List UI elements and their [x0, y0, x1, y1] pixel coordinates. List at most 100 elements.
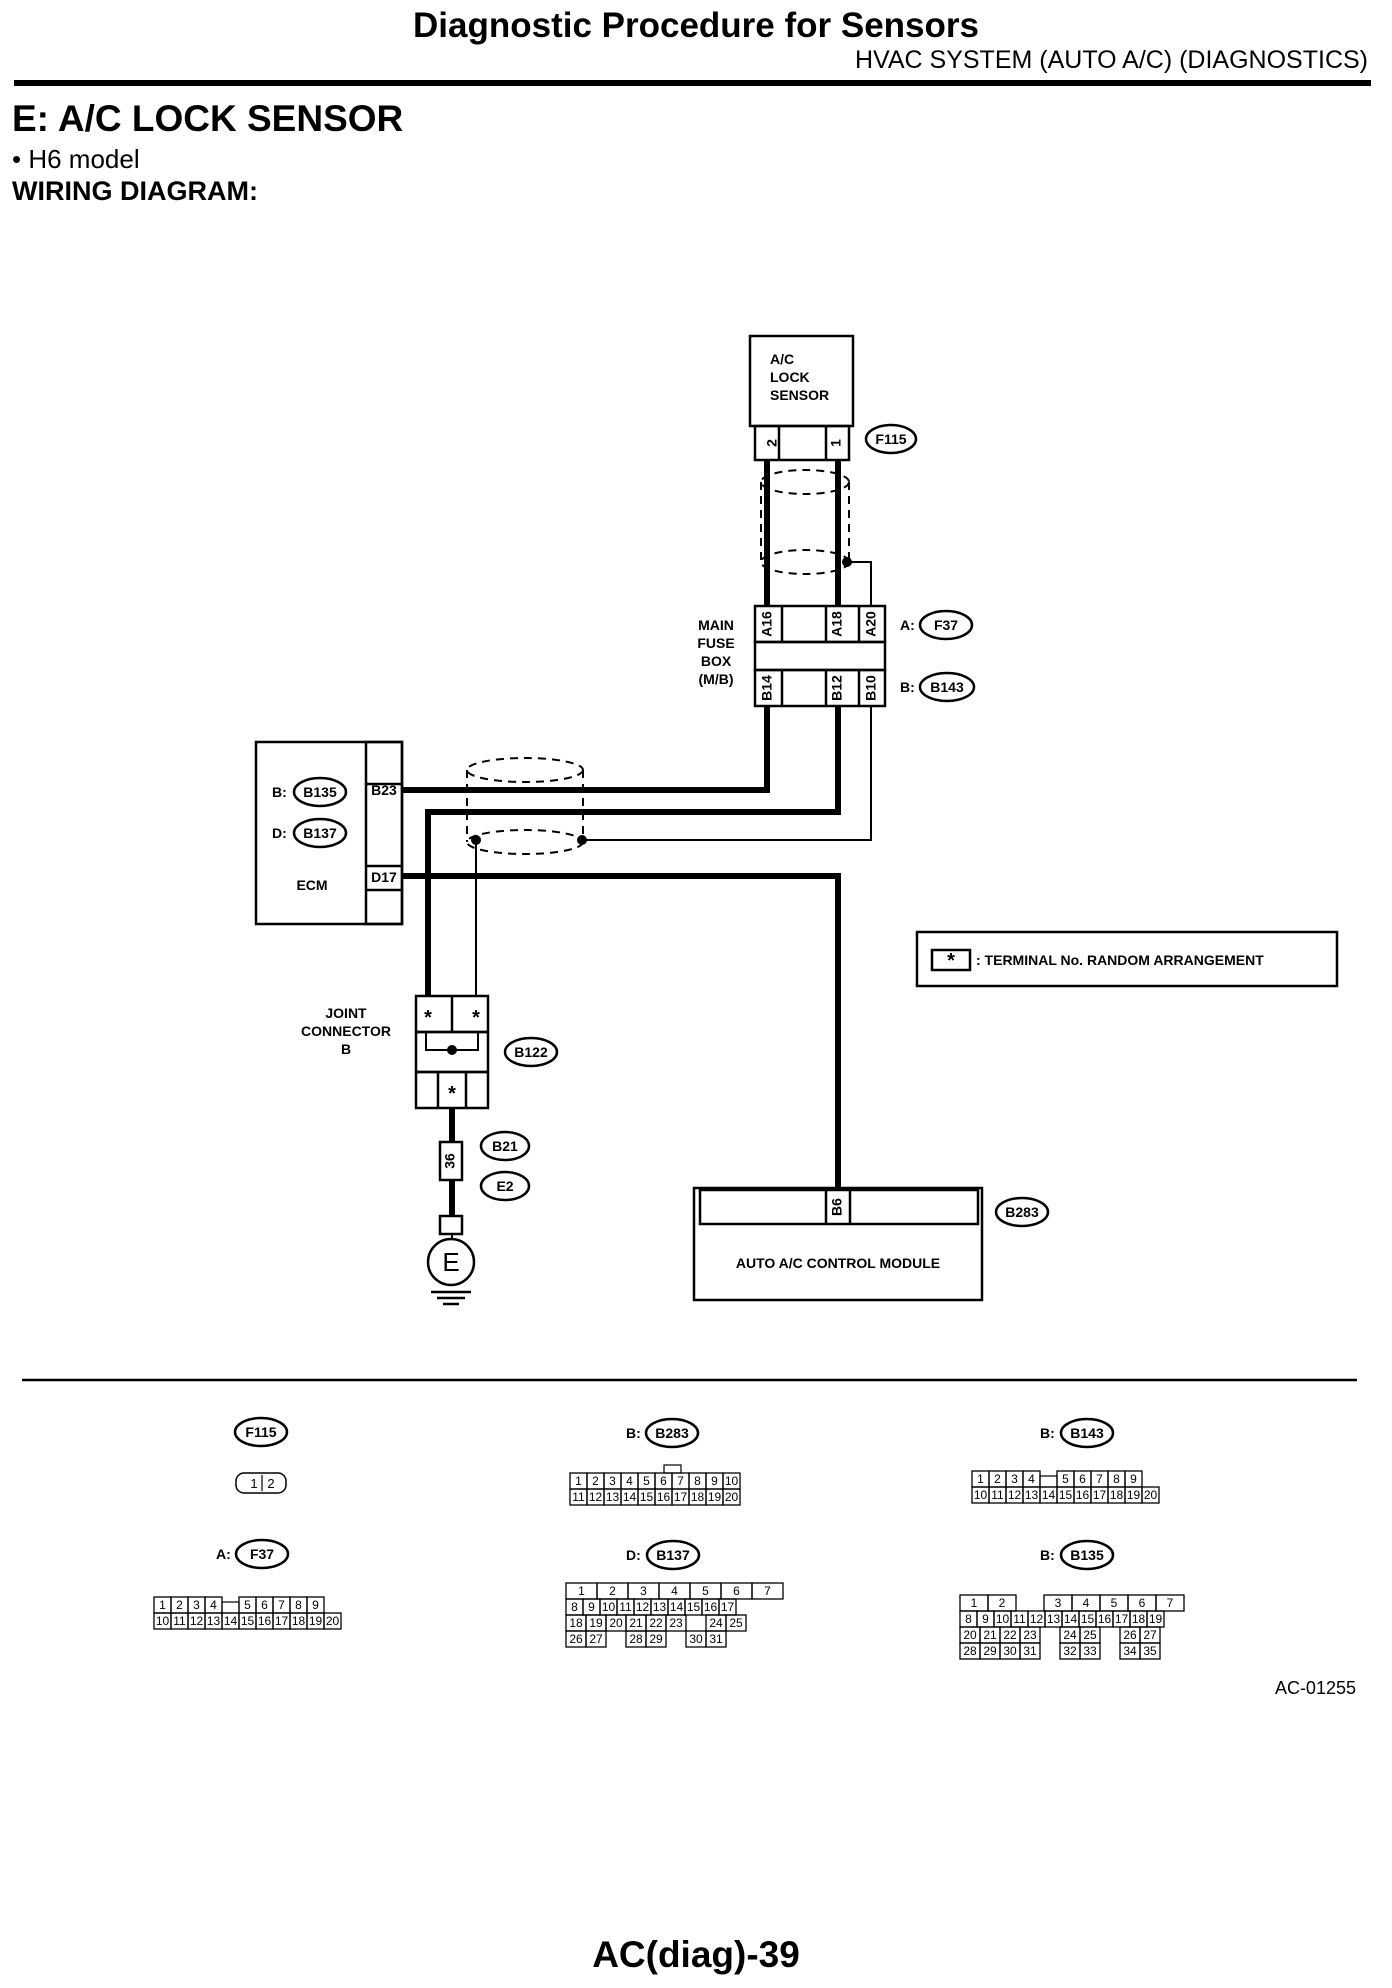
fuse-box-connector-b — [753, 668, 887, 708]
joint-star-bottom: * — [448, 1083, 456, 1105]
junction-dot — [471, 835, 481, 845]
b283-pin-number: 15 — [640, 1490, 654, 1504]
f37-pin-cell — [323, 1612, 342, 1630]
b143-pin-number: 6 — [1079, 1472, 1086, 1486]
b137-pin-number: 4 — [671, 1584, 678, 1598]
b135-pin-cell — [1079, 1642, 1101, 1660]
figure-code: AC-01255 — [1275, 1678, 1356, 1698]
f37-pin-number: 18 — [292, 1614, 306, 1628]
b137-pin-number: 25 — [729, 1616, 743, 1630]
ground-pin-36: 36 — [442, 1153, 458, 1169]
b283-pin-number: 17 — [674, 1490, 688, 1504]
b283-pin-number: 3 — [609, 1474, 616, 1488]
f37-pin-number: 17 — [275, 1614, 289, 1628]
connector-callout — [644, 1417, 700, 1449]
shields — [466, 469, 850, 855]
b135-pin-number: 29 — [983, 1644, 997, 1658]
connector-callout — [234, 1538, 290, 1570]
fuse-box-label-2: FUSE — [697, 635, 734, 651]
page-title: Diagnostic Procedure for Sensors — [413, 6, 979, 45]
b143-pin-number: 4 — [1028, 1472, 1035, 1486]
b137-pin-cell — [751, 1582, 784, 1600]
connector-b21-label: B21 — [492, 1138, 518, 1154]
sensor-pin-1: 1 — [828, 439, 844, 447]
b135-pin-number: 27 — [1143, 1628, 1157, 1642]
b137-pin-number: 6 — [733, 1584, 740, 1598]
b143-pin-number: 3 — [1011, 1472, 1018, 1486]
legend-star-box — [930, 948, 972, 972]
joint-label-3: B — [341, 1041, 351, 1057]
view-b143-prefix: B: — [1040, 1425, 1055, 1441]
b135-pin-number: 9 — [982, 1612, 989, 1626]
connector-f37-label: F37 — [934, 617, 958, 633]
b143-pin-number: 2 — [994, 1472, 1001, 1486]
fuse-pin-a20: A20 — [863, 611, 879, 637]
b135-pin-number: 6 — [1139, 1596, 1146, 1610]
f115-view-body — [235, 1472, 287, 1494]
f37-pin-number: 16 — [258, 1614, 272, 1628]
connector-callout — [479, 1170, 531, 1202]
connector-callout — [479, 1130, 531, 1162]
b137-pin-number: 29 — [649, 1632, 663, 1646]
b143-pin-number: 7 — [1096, 1472, 1103, 1486]
b137-pin-number: 13 — [653, 1600, 667, 1614]
joint-label-1: JOINT — [325, 1005, 367, 1021]
b143-pin-number: 9 — [1130, 1472, 1137, 1486]
b135-pin-number: 21 — [983, 1628, 997, 1642]
f37-pin-number: 1 — [159, 1598, 166, 1612]
b137-pin-number: 7 — [764, 1584, 771, 1598]
b137-pin-number: 8 — [571, 1600, 578, 1614]
b135-pin-number: 5 — [1111, 1596, 1118, 1610]
b143-pin-number: 5 — [1062, 1472, 1069, 1486]
view-b135-prefix: B: — [1040, 1547, 1055, 1563]
ground-terminal — [438, 1214, 464, 1236]
f115-pin-number: 2 — [267, 1476, 274, 1491]
view-b137-prefix: D: — [626, 1547, 641, 1563]
b135-pin-number: 2 — [999, 1596, 1006, 1610]
b283-pin-number: 2 — [592, 1474, 599, 1488]
connector-b137-label: B137 — [303, 825, 337, 841]
sensor-label-3: SENSOR — [770, 387, 829, 403]
fuse-prefix-b: B: — [900, 679, 915, 695]
connector-callout — [994, 1196, 1050, 1228]
fuse-pin-b10: B10 — [863, 675, 879, 701]
b143-pin-number: 16 — [1076, 1488, 1090, 1502]
joint-star-right: * — [472, 1007, 480, 1029]
b137-pin-number: 23 — [669, 1616, 683, 1630]
ground-e-letter: E — [442, 1247, 459, 1277]
b135-pin-number: 7 — [1167, 1596, 1174, 1610]
model-bullet: • H6 model — [12, 144, 140, 174]
connector-callout — [292, 817, 348, 849]
b283-pin-number: 16 — [657, 1490, 671, 1504]
b137-pin-number: 5 — [702, 1584, 709, 1598]
connector-callout — [503, 1036, 559, 1068]
b135-pin-number: 8 — [965, 1612, 972, 1626]
fuse-box-label-4: (M/B) — [699, 671, 734, 687]
b137-pin-number: 28 — [629, 1632, 643, 1646]
junction-dot — [447, 1045, 457, 1055]
b135-pin-number: 10 — [996, 1612, 1010, 1626]
b143-pin-number: 11 — [991, 1488, 1004, 1502]
b137-pin-number: 15 — [687, 1600, 701, 1614]
b137-pin-number: 16 — [704, 1600, 718, 1614]
b137-pin-number: 14 — [670, 1600, 684, 1614]
b135-pin-number: 15 — [1081, 1612, 1095, 1626]
b135-pin-number: 23 — [1023, 1628, 1037, 1642]
b143-pin-number: 13 — [1025, 1488, 1039, 1502]
b143-pin-number: 10 — [974, 1488, 988, 1502]
wiring-diagram-label: WIRING DIAGRAM: — [12, 176, 258, 206]
view-b283-name: B283 — [655, 1425, 689, 1441]
b137-pin-number: 9 — [588, 1600, 595, 1614]
b137-pin-number: 24 — [709, 1616, 723, 1630]
b283-pin-number: 20 — [725, 1490, 739, 1504]
b143-pin-number: 20 — [1144, 1488, 1158, 1502]
b135-pin-number: 3 — [1055, 1596, 1062, 1610]
b143-pin-number: 1 — [977, 1472, 984, 1486]
legend-text: : TERMINAL No. RANDOM ARRANGEMENT — [976, 952, 1264, 968]
f37-pin-number: 2 — [176, 1598, 183, 1612]
b137-pin-number: 12 — [636, 1600, 650, 1614]
b135-pin-number: 13 — [1047, 1612, 1061, 1626]
sensor-label-2: LOCK — [770, 369, 810, 385]
b135-pin-number: 33 — [1083, 1644, 1097, 1658]
